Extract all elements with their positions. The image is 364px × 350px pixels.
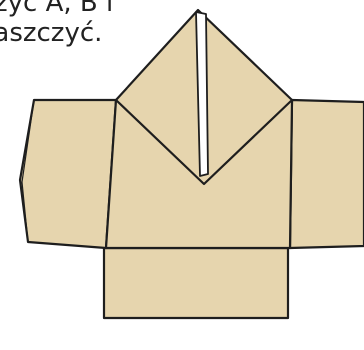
left-flap [20,100,116,248]
bottom-panel [104,248,288,318]
right-flap [290,100,364,248]
